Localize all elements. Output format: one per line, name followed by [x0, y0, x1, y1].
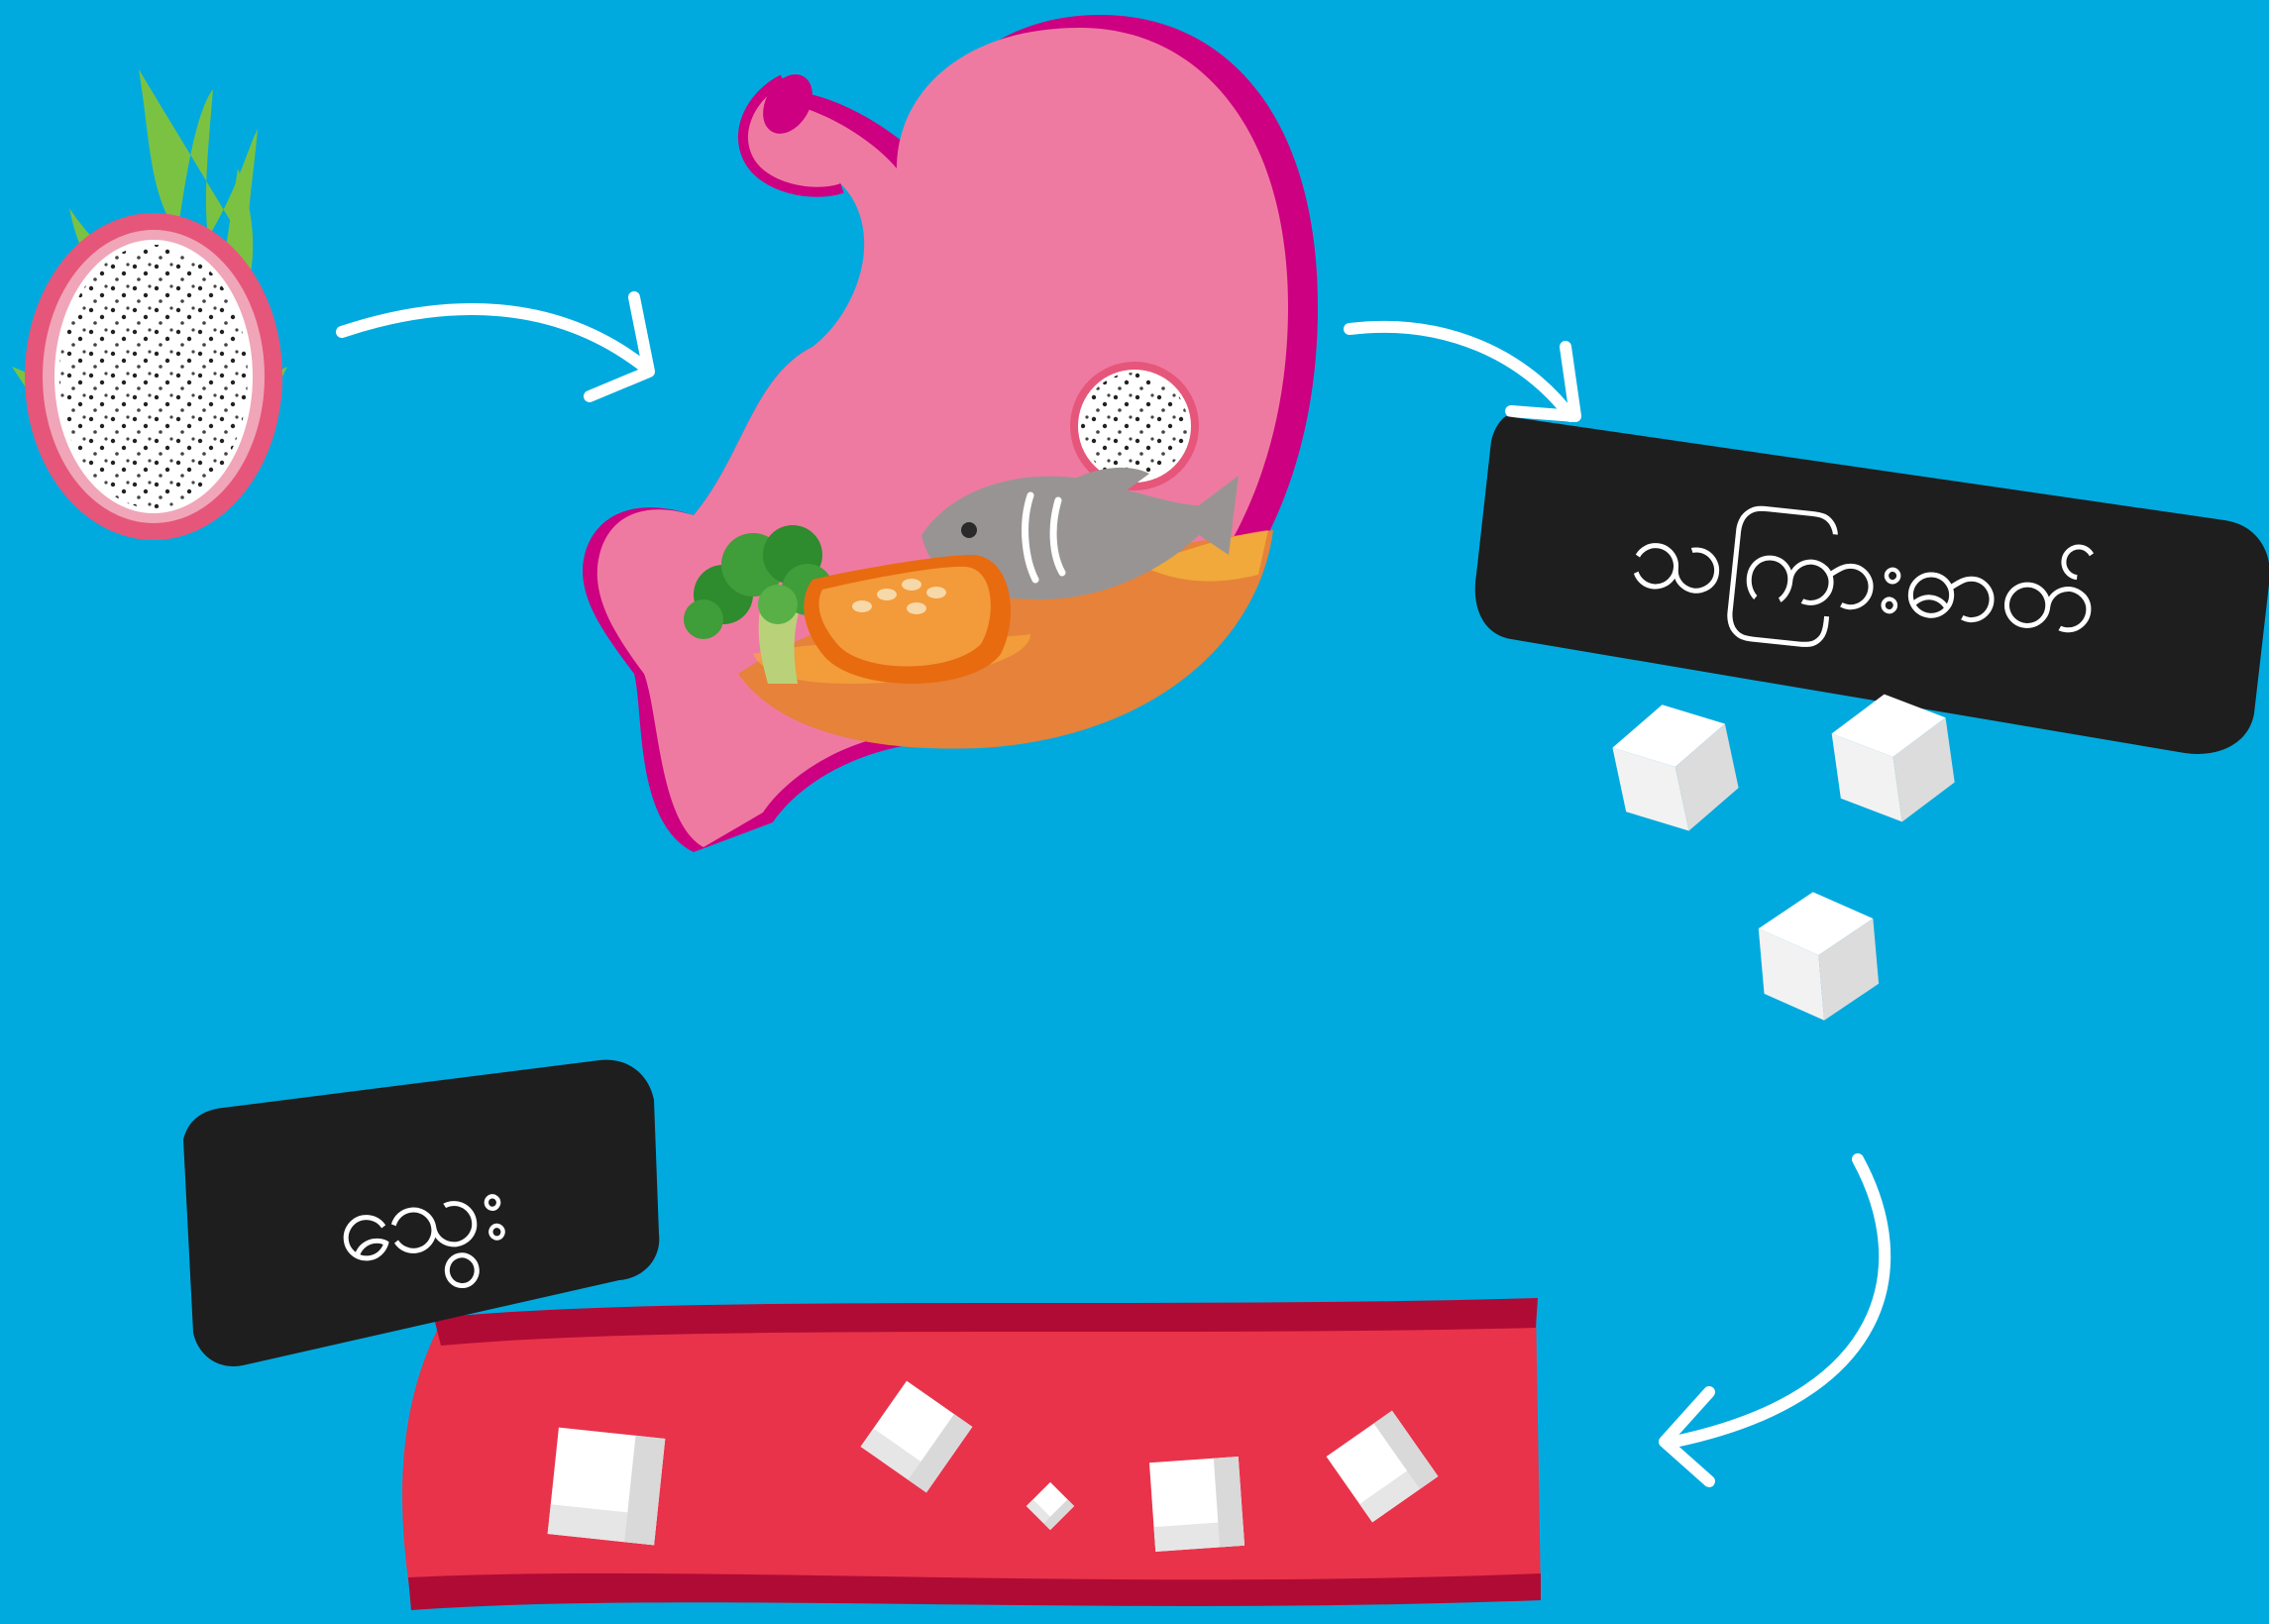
stomach-icon	[583, 15, 1318, 852]
sugar-cube-icon	[1756, 887, 1882, 1026]
arrow-icon	[1350, 327, 1575, 416]
sugar-cube-icon	[548, 1428, 666, 1546]
dragon-fruit-icon	[12, 69, 287, 540]
arrow-icon	[1665, 1159, 1885, 1481]
arrow-icon	[342, 297, 649, 396]
sugar-cube-icon	[1149, 1457, 1244, 1552]
sugar-cubes	[1606, 687, 1959, 1026]
sugar-cube-icon	[1606, 693, 1745, 842]
